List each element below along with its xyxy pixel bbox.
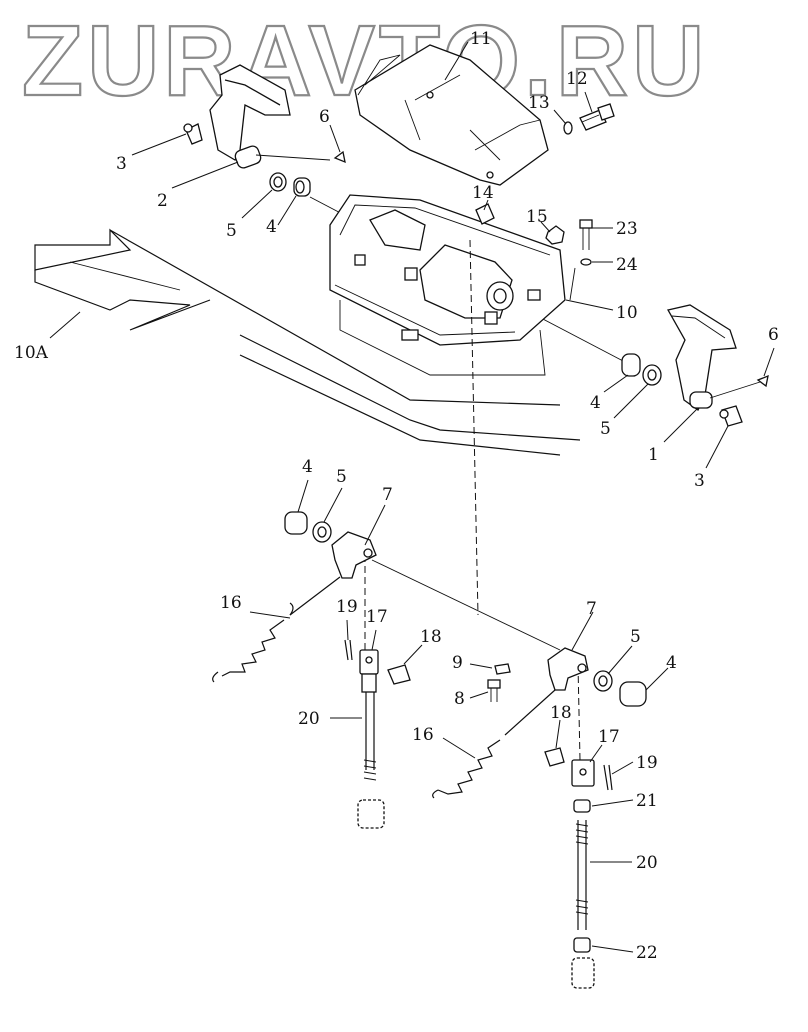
cover-housing-11 xyxy=(354,44,549,186)
cross-shaft xyxy=(371,559,561,651)
label-24: 24 xyxy=(616,255,638,275)
nut-22 xyxy=(573,937,591,953)
pin-18-right xyxy=(544,747,565,767)
bolt-8 xyxy=(487,679,501,702)
label-4-upper: 4 xyxy=(266,217,277,237)
label-17-left: 17 xyxy=(366,607,388,627)
cotter-pin-19-right xyxy=(603,764,613,791)
bolt-14 xyxy=(475,203,495,225)
label-5-right: 5 xyxy=(600,419,611,439)
bushing-5-right xyxy=(642,364,662,386)
label-12: 12 xyxy=(566,69,588,89)
label-3-left: 3 xyxy=(116,154,127,174)
right-link-line xyxy=(577,664,581,761)
nut-right-bottom xyxy=(571,957,595,989)
label-9: 9 xyxy=(452,653,463,673)
label-17-right: 17 xyxy=(598,727,620,747)
label-5-lower-left: 5 xyxy=(336,467,347,487)
pin-18-left xyxy=(387,664,411,685)
spring-16-right xyxy=(432,689,556,799)
label-1: 1 xyxy=(648,445,659,465)
label-4-right: 4 xyxy=(590,393,601,413)
leader-lines xyxy=(49,41,775,953)
washer-9 xyxy=(494,663,511,675)
washer-13 xyxy=(563,121,573,135)
nut-left-bottom xyxy=(357,799,385,829)
rod-20-right xyxy=(575,820,589,930)
pedal-1 xyxy=(667,304,761,411)
label-19-left: 19 xyxy=(336,597,358,617)
label-10: 10 xyxy=(616,303,638,323)
center-line xyxy=(469,239,479,616)
label-7-left: 7 xyxy=(382,485,393,505)
lever-7-right xyxy=(547,647,589,691)
bushing-5-upper xyxy=(269,172,287,192)
floor-plate-10a xyxy=(34,228,581,456)
label-8: 8 xyxy=(454,689,465,709)
bushing-4-right xyxy=(621,353,641,377)
label-7-right: 7 xyxy=(586,599,597,619)
label-18-right: 18 xyxy=(550,703,572,723)
clevis-17-right xyxy=(571,759,595,787)
label-18-left: 18 xyxy=(420,627,442,647)
bolt-12 xyxy=(579,103,615,131)
pin-6-left xyxy=(333,150,346,164)
label-4-lower-left: 4 xyxy=(302,457,313,477)
label-6-left: 6 xyxy=(319,107,330,127)
clevis-17-left xyxy=(359,649,379,675)
bushing-4-lower-left xyxy=(284,511,308,535)
label-16-left: 16 xyxy=(220,593,242,613)
label-22: 22 xyxy=(636,943,658,963)
label-11: 11 xyxy=(470,29,492,49)
label-23: 23 xyxy=(616,219,638,239)
rod-20-left xyxy=(361,673,377,781)
label-5-upper: 5 xyxy=(226,221,237,241)
pedal-2 xyxy=(209,64,331,169)
spring-16-left xyxy=(212,576,341,683)
label-20-left: 20 xyxy=(298,709,320,729)
label-16-right: 16 xyxy=(412,725,434,745)
label-14: 14 xyxy=(472,183,494,203)
nut-21 xyxy=(573,799,591,813)
label-19-right: 19 xyxy=(636,753,658,773)
bolt-23 xyxy=(579,219,593,250)
label-4-lower-right: 4 xyxy=(666,653,677,673)
label-5-lower-right: 5 xyxy=(630,627,641,647)
label-3-right: 3 xyxy=(694,471,705,491)
cotter-pin-19-left xyxy=(344,639,353,661)
label-21: 21 xyxy=(636,791,658,811)
label-15: 15 xyxy=(526,207,548,227)
label-6-right: 6 xyxy=(768,325,779,345)
base-plate-10 xyxy=(329,194,566,376)
grease-fitting-3-right xyxy=(719,405,743,427)
bushing-5-lower-right xyxy=(593,670,613,692)
label-13: 13 xyxy=(528,93,550,113)
nut-15 xyxy=(545,225,565,245)
grease-fitting-3-left xyxy=(183,123,203,145)
lever-7-left xyxy=(331,531,377,579)
label-2: 2 xyxy=(157,191,168,211)
bushing-4-upper xyxy=(293,177,311,197)
label-20-right: 20 xyxy=(636,853,658,873)
bushing-4-lower-right xyxy=(619,681,647,707)
washer-24 xyxy=(580,258,592,266)
bushing-5-lower-left xyxy=(312,521,332,543)
pin-6-right xyxy=(756,374,769,388)
bracket-10-leader-line xyxy=(569,267,576,301)
label-10a: 10A xyxy=(14,343,49,363)
